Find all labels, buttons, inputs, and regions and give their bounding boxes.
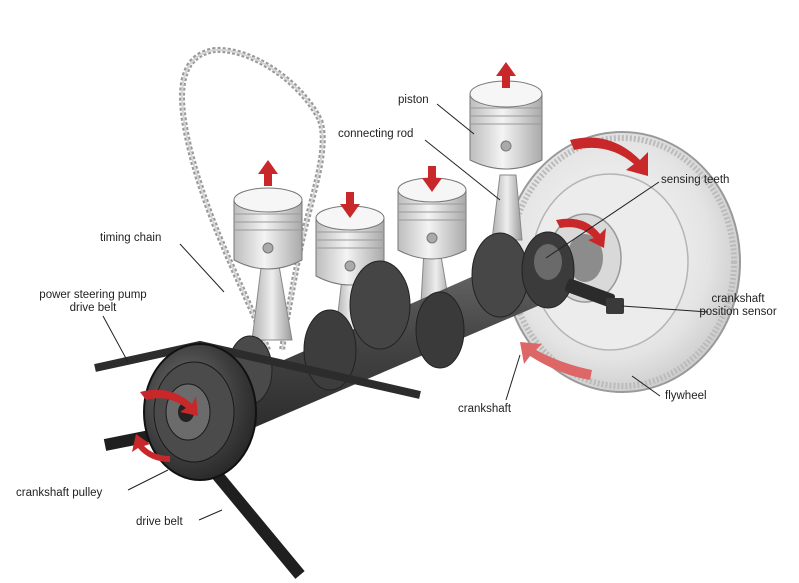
label-power-steering-line1: power steering pump	[16, 289, 170, 302]
label-timing-chain: timing chain	[100, 232, 161, 245]
piston-4	[470, 81, 542, 169]
label-power-steering-line2: drive belt	[16, 302, 170, 315]
label-flywheel: flywheel	[665, 390, 707, 403]
label-crankshaft-position-sensor: crankshaft position sensor	[680, 293, 796, 319]
label-crankshaft-sensor-line2: position sensor	[680, 306, 796, 319]
label-sensing-teeth: sensing teeth	[661, 174, 729, 187]
piston-1	[234, 188, 302, 269]
label-connecting-rod: connecting rod	[338, 128, 413, 141]
label-crankshaft-sensor-line1: crankshaft	[680, 293, 796, 306]
arrow-up-piston-1	[258, 160, 278, 186]
label-crankshaft: crankshaft	[458, 403, 511, 416]
label-crankshaft-pulley: crankshaft pulley	[16, 487, 102, 500]
label-power-steering-pump-drive-belt: power steering pump drive belt	[16, 289, 170, 315]
label-drive-belt: drive belt	[136, 516, 183, 529]
label-piston: piston	[398, 94, 429, 107]
